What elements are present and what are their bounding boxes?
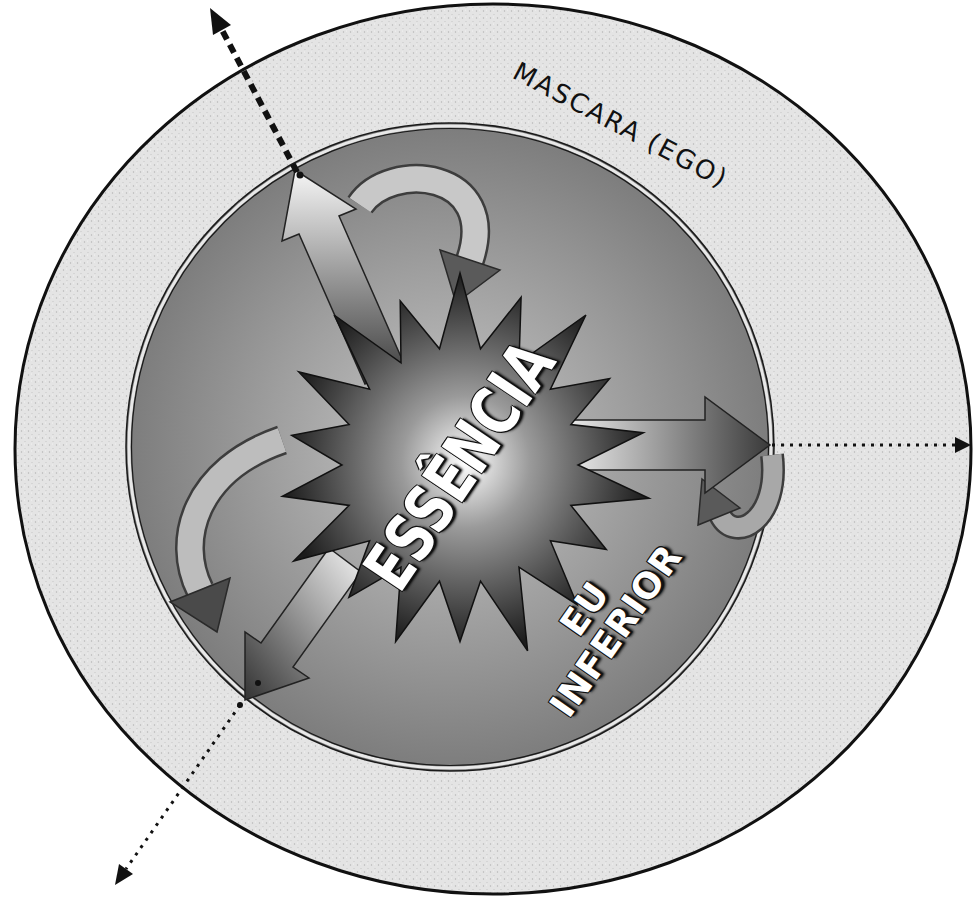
ring-label: MASCARA (EGO) bbox=[508, 57, 732, 193]
circle-inner-line bbox=[132, 129, 769, 766]
inner-circle: EU INFERIORESSÊNCIA bbox=[125, 122, 775, 772]
ray-dot bbox=[237, 702, 243, 708]
circle-gap bbox=[129, 126, 771, 768]
circle-outline bbox=[126, 123, 774, 771]
ray-dot bbox=[297, 172, 304, 179]
ring-outline bbox=[15, 4, 971, 894]
ray-head bbox=[115, 864, 133, 885]
ray-head bbox=[210, 8, 231, 35]
starburst-outline bbox=[282, 273, 649, 651]
ray-dot bbox=[255, 680, 261, 686]
mask-ring: MASCARA (EGO)EU INFERIORESSÊNCIA bbox=[13, 2, 973, 896]
